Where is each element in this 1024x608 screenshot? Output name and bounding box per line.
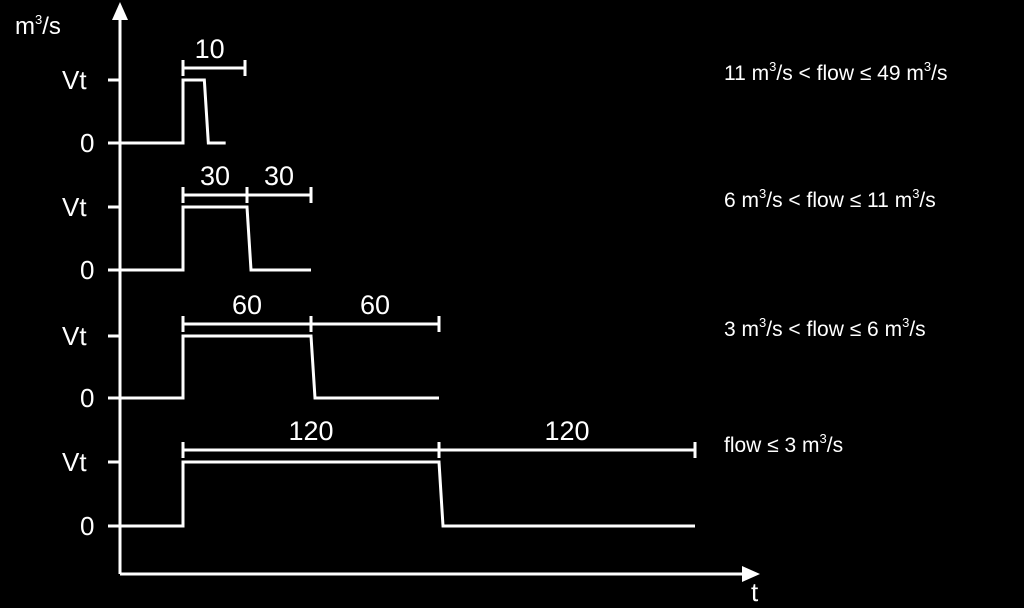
vt-level-label: Vt (62, 447, 87, 477)
on-duration-label: 10 (195, 34, 225, 64)
axes: m3/s t (15, 2, 760, 607)
zero-level-label: 0 (80, 383, 94, 413)
superscript: 3 (912, 186, 919, 201)
condition-text: /s < flow ≤ 6 m (766, 318, 902, 341)
superscript: 3 (902, 315, 909, 330)
vt-level-label: Vt (62, 321, 87, 351)
vt-level-label: Vt (62, 65, 87, 95)
condition-text: /s (909, 318, 925, 341)
x-axis-arrowhead (742, 566, 760, 582)
flow-condition-label: 6 m3/s < flow ≤ 11 m3/s (724, 186, 936, 212)
zero-level-label: 0 (80, 511, 94, 541)
condition-text: flow ≤ 3 m (724, 434, 820, 457)
superscript: 3 (924, 59, 931, 74)
superscript: 3 (820, 431, 827, 446)
superscript: 3 (769, 59, 776, 74)
superscript: 3 (759, 315, 766, 330)
condition-text: /s (919, 189, 935, 212)
on-duration-label: 30 (200, 161, 230, 191)
vt-level-label: Vt (62, 192, 87, 222)
signal-row-4: Vt 0 120 120 flow ≤ 3 m3/s (62, 416, 843, 541)
condition-text: /s (827, 434, 843, 457)
condition-text: 11 m (724, 62, 769, 85)
condition-text: /s (931, 62, 947, 85)
y-axis-arrowhead (112, 2, 128, 20)
condition-text: /s < flow ≤ 11 m (766, 189, 912, 212)
zero-level-label: 0 (80, 128, 94, 158)
flow-condition-label: 11 m3/s < flow ≤ 49 m3/s (724, 59, 947, 85)
on-duration-label: 120 (288, 416, 333, 446)
condition-text: 3 m (724, 318, 759, 341)
pulse-waveform (120, 334, 439, 400)
off-duration-label: 60 (360, 290, 390, 320)
condition-text: 6 m (724, 189, 759, 212)
y-axis-unit: m3/s (15, 12, 61, 40)
flow-condition-label: 3 m3/s < flow ≤ 6 m3/s (724, 315, 926, 341)
on-duration-label: 60 (232, 290, 262, 320)
off-duration-label: 120 (544, 416, 589, 446)
condition-text: /s < flow ≤ 49 m (776, 62, 924, 85)
flow-condition-label: flow ≤ 3 m3/s (724, 431, 843, 457)
pulse-waveform (120, 78, 226, 145)
superscript: 3 (759, 186, 766, 201)
off-duration-label: 30 (264, 161, 294, 191)
x-axis-label: t (751, 577, 759, 607)
pulse-waveform (120, 460, 695, 528)
pulse-waveform (120, 205, 311, 272)
zero-level-label: 0 (80, 255, 94, 285)
